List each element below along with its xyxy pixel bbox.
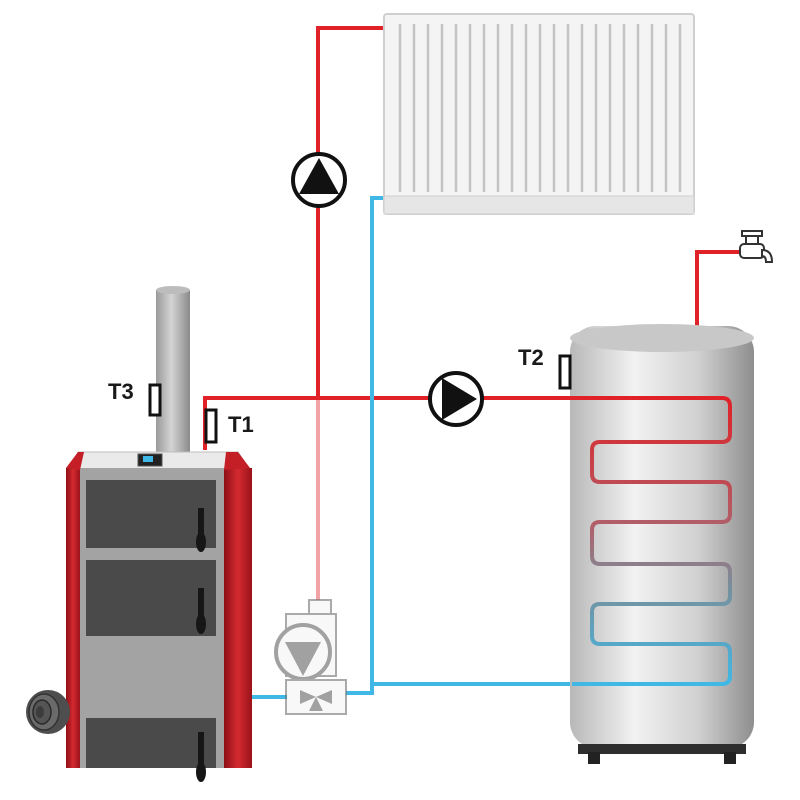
chimney	[156, 290, 190, 455]
radiator-fins	[398, 24, 682, 192]
sensor-t1-probe	[204, 408, 218, 444]
chimney-top	[156, 286, 190, 294]
radiator-supply-pipe	[316, 26, 388, 400]
boiler-upper-door	[86, 480, 216, 548]
tank-pump-icon	[428, 371, 484, 427]
blower-fan-icon	[26, 690, 70, 734]
sensor-t3-label: T3	[108, 379, 134, 404]
mixing-valve-icon	[274, 599, 347, 715]
sensor-t2-label: T2	[518, 345, 544, 370]
tank-coil	[570, 396, 732, 686]
radiator-icon	[383, 13, 695, 215]
sensor-t2: T2	[518, 345, 572, 390]
boiler-lower-door	[86, 718, 216, 768]
sensor-t3: T3	[108, 379, 162, 417]
hot-water-outlet-pipe	[695, 250, 742, 326]
sensor-t2-probe	[558, 354, 572, 390]
hot-water-tank	[570, 324, 754, 764]
water-tap-icon	[739, 230, 774, 263]
sensor-t1: T1	[204, 408, 254, 444]
sensor-t1-label: T1	[228, 412, 254, 437]
radiator-return-pipe	[346, 196, 386, 695]
boiler	[26, 451, 252, 782]
boiler-flow-pipe	[203, 396, 570, 450]
boiler-middle-door	[86, 560, 216, 636]
sensor-t3-probe	[148, 383, 162, 417]
radiator-pump-icon	[291, 152, 347, 208]
